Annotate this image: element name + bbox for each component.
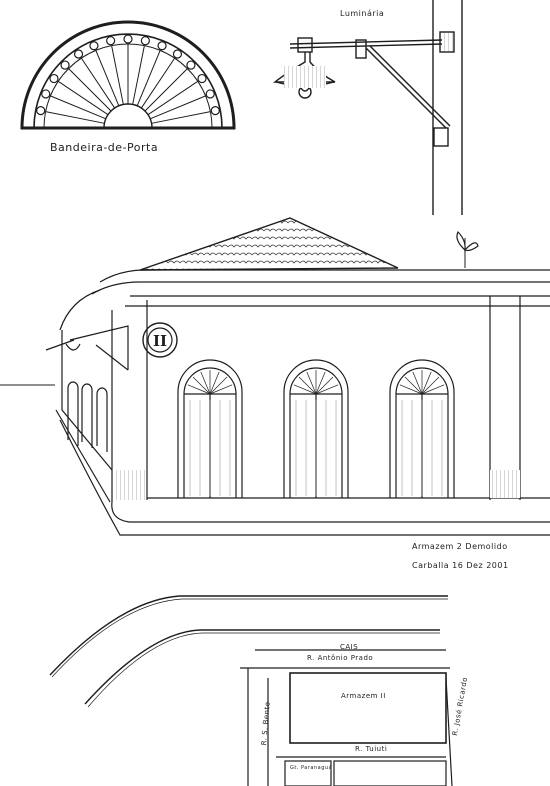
map-label-tuiuti: R. Tuiuti (355, 745, 388, 753)
fanlight-drawing (20, 20, 236, 130)
map-label-small-box: Gt. Paranaguá (290, 765, 333, 771)
lamp-caption: Luminária (340, 9, 385, 18)
site-plan (240, 649, 453, 786)
lamp-drawing (273, 0, 463, 215)
fanlight-caption: Bandeira-de-Porta (50, 141, 159, 154)
artist-signature: Carballa 16 Dez 2001 (412, 561, 509, 570)
medallion-numeral: II (153, 332, 167, 350)
map-label-building: Armazem II (341, 692, 386, 700)
street-curve (49, 595, 448, 708)
map-label-antonio-prado: R. Antônio Prado (307, 654, 374, 662)
drawing-title: Armazem 2 Demolido (412, 542, 508, 551)
warehouse-facade (45, 217, 550, 536)
map-label-cais: CAIS (340, 643, 359, 651)
